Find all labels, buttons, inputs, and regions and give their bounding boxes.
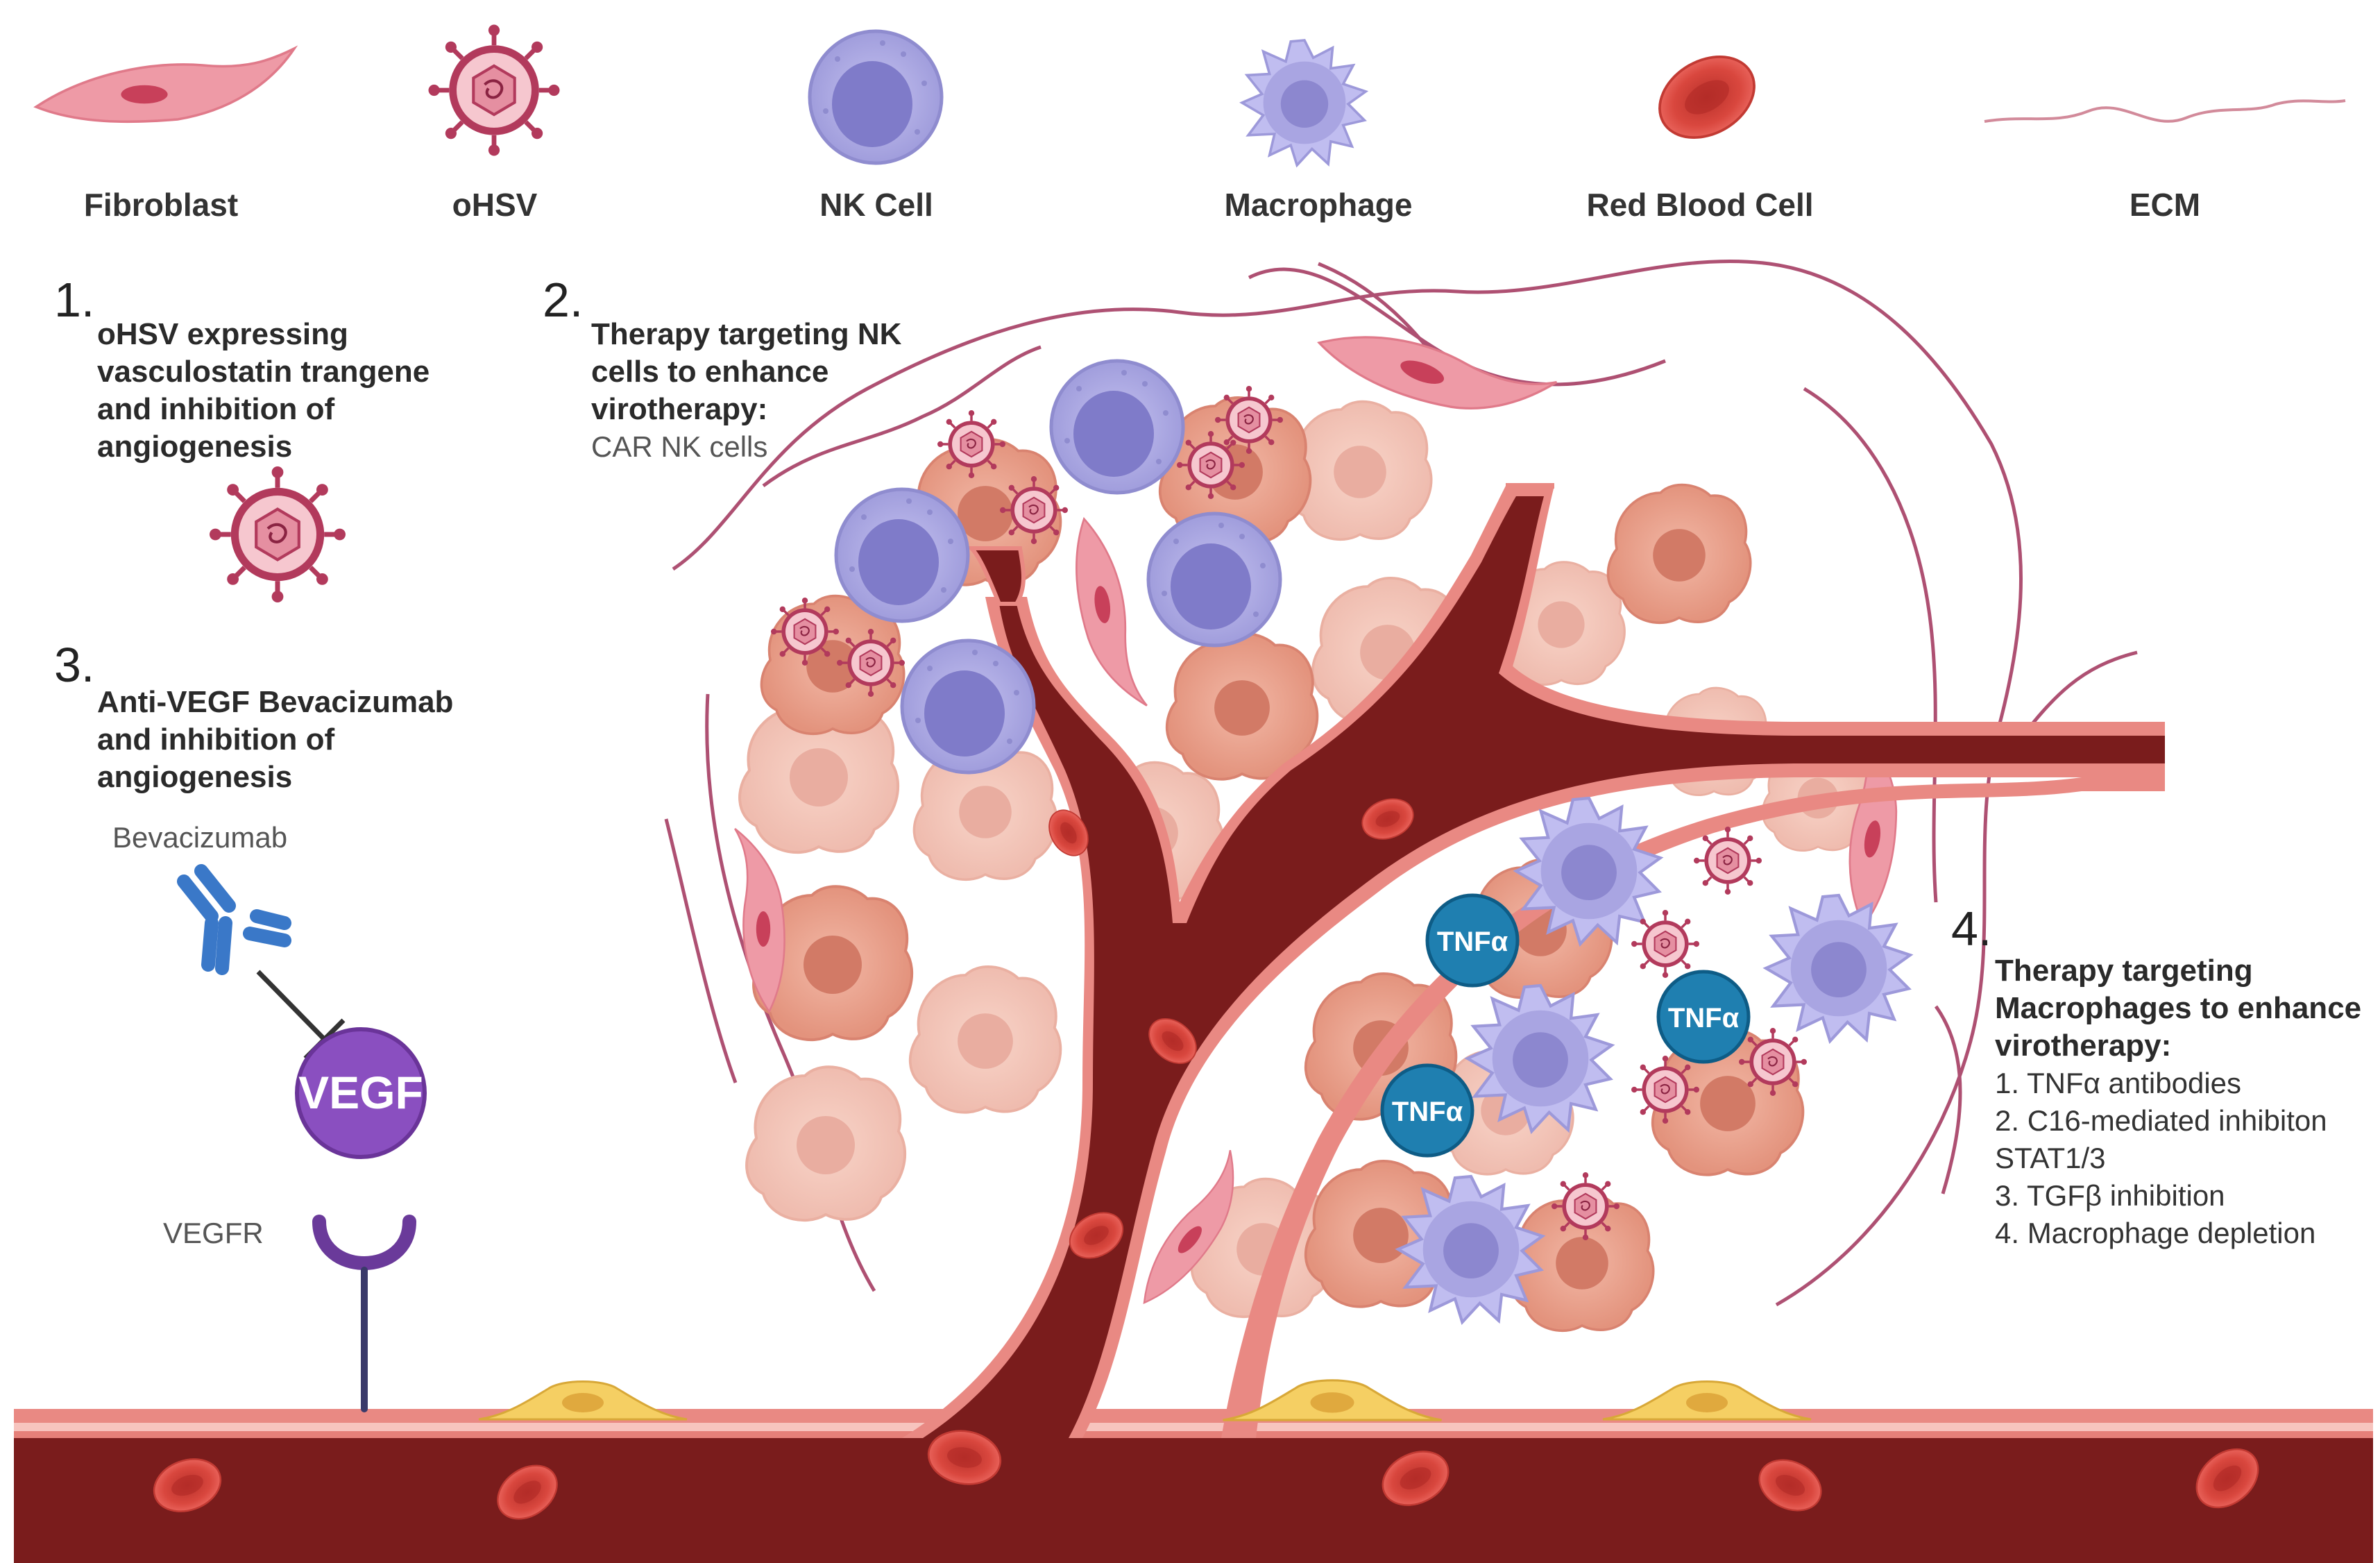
therapy4-line: Therapy targeting (1995, 954, 2253, 988)
red-blood-cell-icon (1644, 39, 1770, 155)
therapy1-line: vasculostatin trangene (97, 355, 430, 389)
bevacizumab-label: Bevacizumab (112, 821, 288, 854)
tnf-markers: TNFα TNFα TNFα (1380, 893, 1751, 1158)
therapy1-line: oHSV expressing (97, 317, 348, 351)
therapy2-line: virotherapy: (591, 392, 768, 426)
therapy4-items: 1. TNFα antibodies 2. C16-mediated inhib… (1995, 1065, 2327, 1252)
therapy2-detail: CAR NK cells (591, 430, 768, 463)
legend-label-macrophage: Macrophage (1224, 187, 1413, 223)
vegf-label: VEGF (298, 1067, 423, 1118)
therapy4-item: 2. C16-mediated inhibiton (1995, 1104, 2327, 1137)
legend-label-ohsv: oHSV (452, 187, 538, 223)
therapy1-ohsv-icon (210, 466, 346, 602)
nk-cell-icon (810, 31, 942, 163)
vegfr-label: VEGFR (163, 1217, 264, 1249)
tnf-label: TNFα (1437, 927, 1508, 957)
therapy3-line: and inhibition of (97, 723, 335, 757)
vegf-molecule: VEGF (295, 1027, 427, 1159)
therapy1-line: and inhibition of (97, 392, 335, 426)
therapy4-item: STAT1/3 (1995, 1142, 2106, 1174)
therapy2-line: Therapy targeting NK (591, 317, 902, 351)
therapy4-item: 1. TNFα antibodies (1995, 1067, 2242, 1099)
therapy2-number: 2. (543, 273, 584, 327)
bevacizumab-antibody-icon (177, 864, 291, 975)
therapy4-number: 4. (1951, 902, 1992, 956)
tnf-label: TNFα (1668, 1003, 1740, 1033)
therapy4-item: 3. TGFβ inhibition (1995, 1179, 2225, 1212)
therapy4-line: Macrophages to enhance (1995, 991, 2362, 1025)
tnf-marker: TNFα (1656, 970, 1751, 1064)
tnf-label: TNFα (1392, 1097, 1463, 1127)
legend (33, 25, 2346, 167)
tnf-marker: TNFα (1380, 1063, 1474, 1158)
legend-label-nk-cell: NK Cell (819, 187, 933, 223)
blood-vessels (14, 483, 2373, 1563)
ecm-icon (1984, 99, 2346, 123)
therapy2-line: cells to enhance (591, 355, 829, 389)
ohsv-icon (429, 25, 560, 156)
therapy2-text: Therapy targeting NK cells to enhance vi… (591, 316, 901, 428)
therapy3-line: Anti-VEGF Bevacizumab (97, 685, 454, 719)
therapy4-line: virotherapy: (1995, 1029, 2172, 1063)
legend-label-red-blood-cell: Red Blood Cell (1586, 187, 1814, 223)
legend-label-ecm: ECM (2129, 187, 2201, 223)
legend-label-fibroblast: Fibroblast (83, 187, 239, 223)
therapy3-line: angiogenesis (97, 760, 293, 794)
tnf-marker: TNFα (1425, 893, 1520, 988)
fibroblast-icon (33, 45, 298, 124)
therapy1-line: angiogenesis (97, 430, 293, 464)
macrophages (1398, 798, 1910, 1322)
vegfr-receptor-icon (312, 1215, 416, 1412)
therapy4-text: Therapy targeting Macrophages to enhance… (1995, 952, 2361, 1065)
ecm-fibres (664, 259, 2138, 1307)
macrophage-icon (1241, 39, 1367, 167)
therapy1-number: 1. (54, 273, 95, 327)
therapy3-text: Anti-VEGF Bevacizumab and inhibition of … (97, 684, 453, 796)
therapy4-item: 4. Macrophage depletion (1995, 1217, 2316, 1249)
therapy1-text: oHSV expressing vasculostatin trangene a… (97, 316, 430, 466)
therapy3-number: 3. (54, 638, 95, 692)
